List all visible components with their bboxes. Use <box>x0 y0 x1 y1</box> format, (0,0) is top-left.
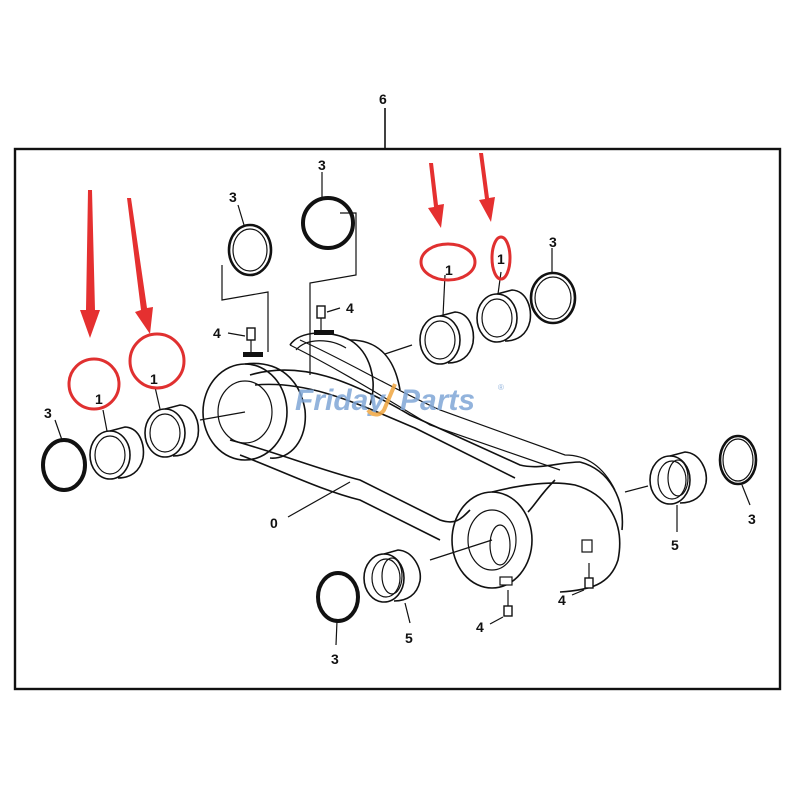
watermark-logo: Friday Parts ® <box>295 383 504 417</box>
bushing-right-a <box>419 311 475 365</box>
red-arrow-left-a <box>80 190 100 338</box>
leader-right-bore-top <box>384 344 413 355</box>
callout-1-left-b: 1 <box>150 371 158 387</box>
callout-3-right-upper: 3 <box>549 234 557 250</box>
leader-right-bore <box>429 539 493 561</box>
callout-3-far-right: 3 <box>748 511 756 527</box>
callout-3-left: 3 <box>44 405 52 421</box>
bracket-seal-a <box>221 265 269 352</box>
seal-ring-upper-b <box>301 196 355 250</box>
grease-fitting-upper-a <box>243 327 263 357</box>
callout-4-upper-a: 4 <box>213 325 221 341</box>
seal-ring-bottom <box>316 571 360 623</box>
bushing-left-b <box>144 404 200 458</box>
bushing-left-a <box>89 426 145 480</box>
seal-ring-left <box>41 438 87 492</box>
grease-fitting-bottom-a <box>499 576 513 617</box>
callout-4-bottom-b: 4 <box>558 592 566 608</box>
highlight-ellipse-right-a <box>419 242 477 282</box>
leader-left-bore <box>199 411 246 421</box>
callout-4-bottom-a: 4 <box>476 619 484 635</box>
callout-3-upper-a: 3 <box>229 189 237 205</box>
red-arrow-left-b <box>127 198 153 334</box>
callout-3-upper-b: 3 <box>318 157 326 173</box>
red-arrow-right-a <box>428 163 444 228</box>
highlight-circle-left-b <box>128 332 186 390</box>
seal-ring-far-right <box>718 434 758 486</box>
grease-fitting-upper-b <box>314 305 334 335</box>
highlight-ellipse-right-b <box>490 235 512 281</box>
callout-4-upper-b: 4 <box>346 300 354 316</box>
bushing-right-b <box>476 289 532 343</box>
callout-0: 0 <box>270 515 278 531</box>
watermark-registered: ® <box>498 383 504 392</box>
seal-ring-right-upper <box>529 271 577 325</box>
watermark-text-parts: Parts <box>400 384 475 417</box>
bushing-bottom <box>363 549 422 603</box>
callout-1-left-a: 1 <box>95 391 103 407</box>
red-arrow-right-b <box>479 153 495 222</box>
watermark-accent-icon <box>366 383 397 417</box>
callout-6: 6 <box>379 91 387 107</box>
callout-1-right-b: 1 <box>497 251 505 267</box>
leader-far-right <box>624 485 649 493</box>
callout-1-right-a: 1 <box>445 262 453 278</box>
bushing-far-right <box>649 451 708 505</box>
leader-0 <box>287 481 351 518</box>
highlight-circle-left-a <box>67 357 121 411</box>
diagram-frame <box>13 147 782 691</box>
callout-5-bottom: 5 <box>405 630 413 646</box>
grease-fitting-bottom-b <box>581 539 594 589</box>
callout-5-far-right: 5 <box>671 537 679 553</box>
link-body <box>202 332 624 593</box>
callout-3-bottom: 3 <box>331 651 339 667</box>
seal-ring-upper-a <box>227 223 273 277</box>
